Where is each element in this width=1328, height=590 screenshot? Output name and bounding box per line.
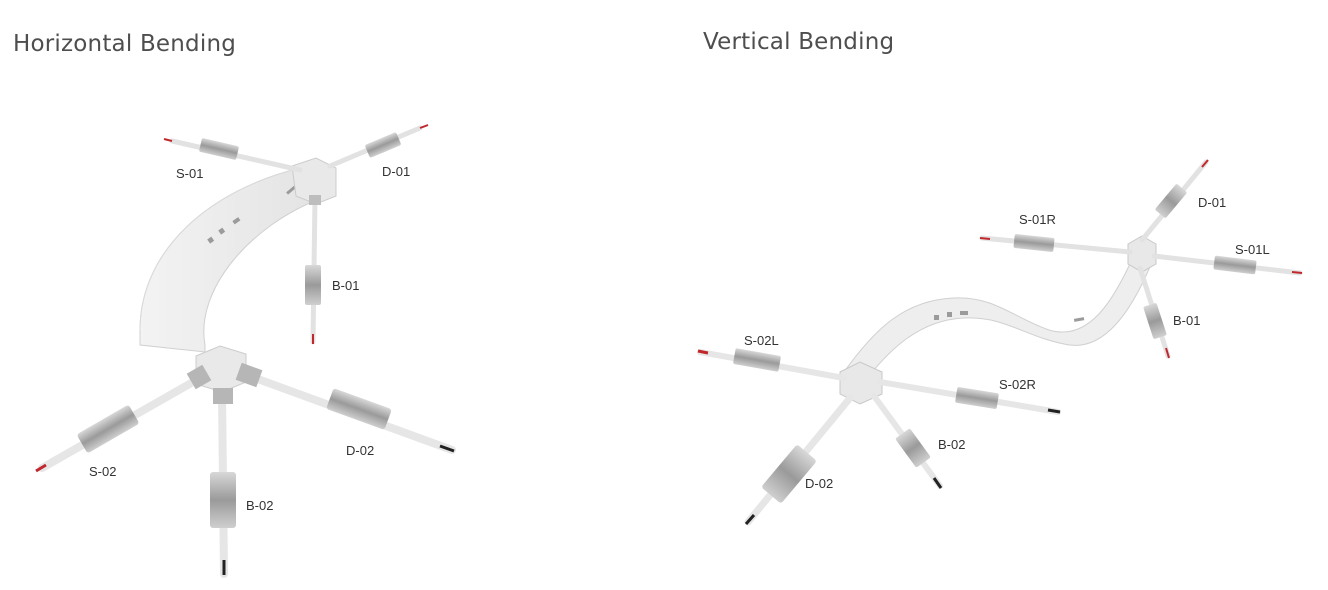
- connector-s02: [77, 405, 139, 453]
- label-b01: B-01: [1173, 313, 1200, 328]
- label-s02: S-02: [89, 464, 116, 479]
- horizontal-bending-panel: Horizontal Bending: [13, 31, 456, 578]
- label-b02: B-02: [246, 498, 273, 513]
- connector-b02: [895, 428, 931, 468]
- upper-junction-block: [1127, 235, 1157, 273]
- connector-s02r: [955, 387, 999, 409]
- connector-d02: [762, 445, 816, 503]
- connector-s01r: [1013, 234, 1055, 252]
- vertical-bending-title: Vertical Bending: [703, 29, 895, 55]
- horizontal-bending-title: Horizontal Bending: [13, 31, 237, 57]
- cable-d01: [1139, 159, 1209, 243]
- label-s02r: S-02R: [999, 377, 1036, 392]
- horizontal-bending-diagram: S-01 D-01 B-01 S-02 D-02 B-02: [35, 124, 456, 578]
- cable-b02: [871, 393, 943, 489]
- label-b01: B-01: [332, 278, 359, 293]
- cable-d02: [744, 394, 854, 526]
- connector-b01: [305, 265, 321, 305]
- cable-b01: [305, 195, 321, 345]
- label-d01: D-01: [1198, 195, 1226, 210]
- wavy-led-strip: [843, 254, 1153, 383]
- cable-s01r: [979, 234, 1133, 255]
- cable-d01: [327, 124, 429, 169]
- connector-s01: [199, 138, 239, 160]
- connector-d02: [326, 388, 392, 430]
- label-s01: S-01: [176, 166, 203, 181]
- label-b02: B-02: [938, 437, 965, 452]
- top-end-cap: [291, 157, 337, 205]
- cable-b02: [210, 388, 236, 578]
- connector-d01: [1155, 184, 1187, 218]
- vertical-bending-panel: Vertical Bending: [664, 0, 1328, 590]
- connector-s01l: [1213, 255, 1257, 275]
- cable-s02: [35, 364, 212, 473]
- cable-b01: [1137, 265, 1171, 359]
- cable-d02: [235, 362, 456, 454]
- label-s01r: S-01R: [1019, 212, 1056, 227]
- connector-b02: [210, 472, 236, 528]
- label-s01l: S-01L: [1235, 242, 1270, 257]
- cable-s02l: [697, 348, 847, 381]
- connector-s02l: [733, 348, 781, 372]
- cable-s02r: [877, 379, 1061, 415]
- lower-junction-block: [839, 361, 883, 405]
- label-d02: D-02: [805, 476, 833, 491]
- label-s02l: S-02L: [744, 333, 779, 348]
- connector-d01: [365, 132, 401, 158]
- label-d02: D-02: [346, 443, 374, 458]
- vertical-bending-diagram: S-01R D-01 S-01L B-01 S-02L S-02R B-02 D…: [697, 159, 1303, 526]
- strip-markings: [934, 311, 1085, 322]
- cable-s01: [163, 138, 303, 173]
- curved-led-strip: [139, 167, 323, 353]
- cable-s01l: [1151, 253, 1303, 276]
- connector-b01: [1143, 303, 1167, 339]
- label-d01: D-01: [382, 164, 410, 179]
